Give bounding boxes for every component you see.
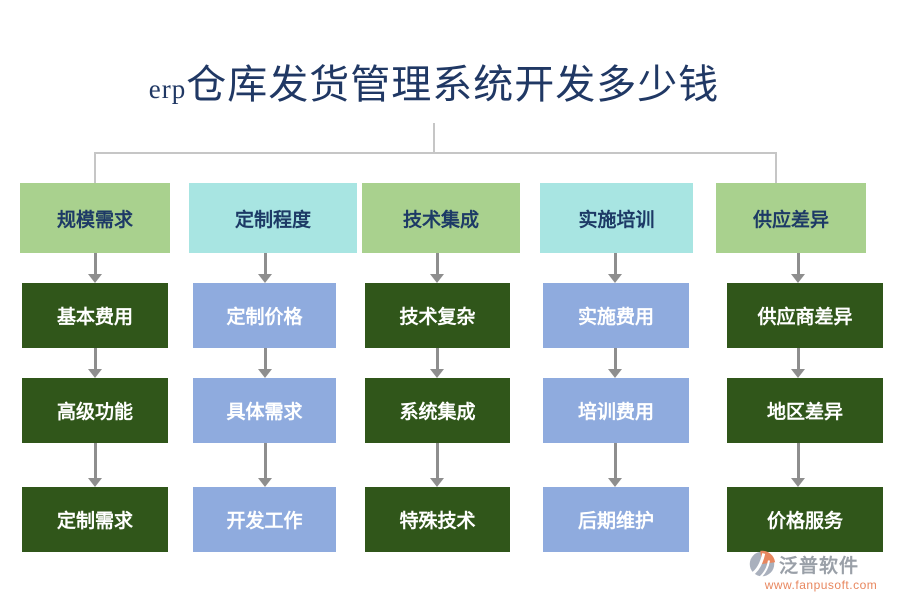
arrow-stem [435, 253, 439, 275]
connector-right-drop [775, 152, 777, 183]
page-title-text: 仓库发货管理系统开发多少钱 [186, 62, 720, 107]
arrow-stem [93, 348, 97, 370]
down-arrow-icon [88, 443, 102, 487]
node-col1-row1: 基本费用 [22, 283, 168, 348]
down-arrow-icon [88, 348, 102, 378]
down-arrow-icon [608, 253, 622, 283]
node-col1-row2: 高级功能 [22, 378, 168, 443]
arrow-head [791, 478, 805, 487]
arrow-head [258, 478, 272, 487]
connector-title-stem [433, 123, 435, 153]
down-arrow-icon [608, 348, 622, 378]
node-col5-row1: 供应商差异 [727, 283, 883, 348]
arrow-head [88, 478, 102, 487]
arrow-head [791, 369, 805, 378]
down-arrow-icon [791, 253, 805, 283]
connector-left-drop [94, 152, 96, 183]
node-header-col1: 规模需求 [20, 183, 170, 253]
arrow-stem [93, 253, 97, 275]
node-header-col3: 技术集成 [362, 183, 520, 253]
down-arrow-icon [258, 253, 272, 283]
connector-horizontal-line [94, 152, 777, 154]
node-col2-row3: 开发工作 [193, 487, 336, 552]
down-arrow-icon [430, 253, 444, 283]
arrow-stem [796, 443, 800, 479]
watermark-url: www.fanpusoft.com [764, 578, 878, 592]
watermark-row: 泛普软件 [748, 550, 894, 578]
down-arrow-icon [88, 253, 102, 283]
down-arrow-icon [430, 443, 444, 487]
down-arrow-icon [791, 443, 805, 487]
node-header-col5: 供应差异 [716, 183, 866, 253]
arrow-stem [435, 443, 439, 479]
node-col4-row3: 后期维护 [543, 487, 689, 552]
node-header-col2: 定制程度 [189, 183, 357, 253]
arrow-head [430, 274, 444, 283]
arrow-head [88, 369, 102, 378]
node-col3-row2: 系统集成 [365, 378, 510, 443]
down-arrow-icon [258, 443, 272, 487]
arrow-stem [613, 443, 617, 479]
arrow-head [430, 478, 444, 487]
page-title: erp仓库发货管理系统开发多少钱 [0, 52, 868, 110]
node-col5-row3: 价格服务 [727, 487, 883, 552]
arrow-stem [796, 253, 800, 275]
fanpu-logo-icon [749, 550, 776, 578]
node-col1-row3: 定制需求 [22, 487, 168, 552]
arrow-stem [613, 348, 617, 370]
page-title-prefix: erp [148, 74, 187, 104]
arrow-stem [796, 348, 800, 370]
arrow-head [88, 274, 102, 283]
down-arrow-icon [258, 348, 272, 378]
arrow-head [608, 274, 622, 283]
arrow-head [258, 274, 272, 283]
node-col4-row1: 实施费用 [543, 283, 689, 348]
node-col3-row3: 特殊技术 [365, 487, 510, 552]
node-col3-row1: 技术复杂 [365, 283, 510, 348]
node-col2-row2: 具体需求 [193, 378, 336, 443]
arrow-stem [93, 443, 97, 479]
node-col5-row2: 地区差异 [727, 378, 883, 443]
down-arrow-icon [608, 443, 622, 487]
arrow-head [258, 369, 272, 378]
arrow-head [608, 478, 622, 487]
node-header-col4: 实施培训 [540, 183, 693, 253]
down-arrow-icon [430, 348, 444, 378]
arrow-stem [263, 443, 267, 479]
arrow-stem [435, 348, 439, 370]
arrow-stem [263, 348, 267, 370]
watermark-name: 泛普软件 [779, 555, 860, 577]
arrow-head [791, 274, 805, 283]
arrow-head [430, 369, 444, 378]
arrow-stem [263, 253, 267, 275]
arrow-stem [613, 253, 617, 275]
down-arrow-icon [791, 348, 805, 378]
node-col2-row1: 定制价格 [193, 283, 336, 348]
node-col4-row2: 培训费用 [543, 378, 689, 443]
arrow-head [608, 369, 622, 378]
watermark: 泛普软件 www.fanpusoft.com [748, 550, 894, 592]
